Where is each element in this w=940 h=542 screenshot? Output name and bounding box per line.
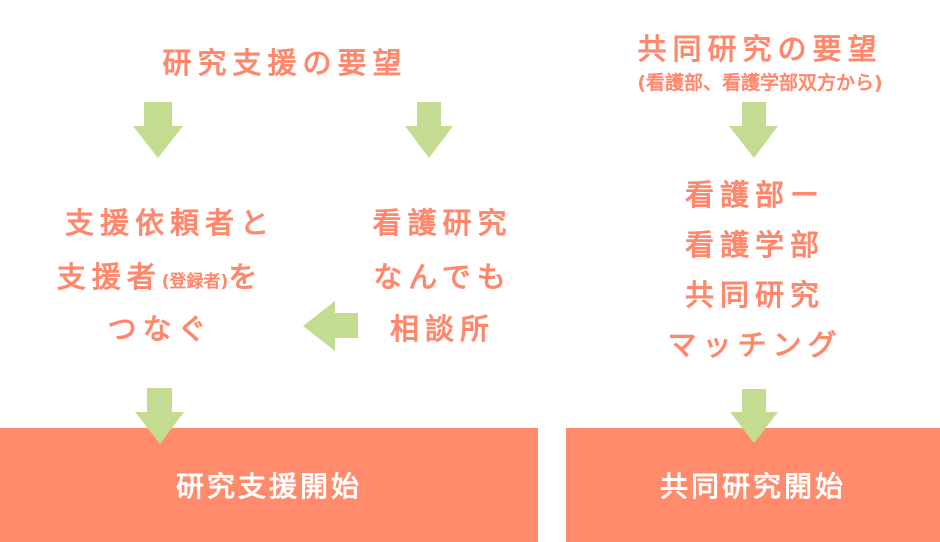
research-support-start-label: 研究支援開始 — [175, 470, 362, 503]
research-support-request-header: 研究支援の要望 — [162, 46, 408, 80]
connect-line-2: 支援者(登録者)を — [10, 250, 310, 309]
connect-line-2c: を — [228, 260, 264, 294]
arrow-down-icon — [133, 102, 183, 158]
connect-line-2a: 支援者 — [56, 260, 162, 294]
connect-line-2b: (登録者) — [161, 272, 229, 292]
arrow-down-icon — [405, 102, 453, 158]
joint-research-start-box: 共同研究開始 — [566, 428, 940, 542]
joint-research-start-label: 共同研究開始 — [659, 470, 846, 503]
arrow-down-icon — [729, 102, 778, 158]
joint-research-request-header: 共同研究の要望 — [637, 32, 883, 66]
arrow-left-icon — [303, 301, 358, 351]
matching-line-2: 看護学部 — [684, 228, 825, 262]
consult-line-1: 看護研究 — [372, 206, 513, 240]
research-support-start-box: 研究支援開始 — [0, 428, 538, 542]
matching-line-3: 共同研究 — [684, 278, 825, 312]
consult-line-3: 相談所 — [389, 312, 495, 346]
connect-line-3: つなぐ — [107, 312, 213, 346]
matching-line-1: 看護部ー — [684, 178, 825, 212]
arrow-down-icon — [730, 389, 778, 443]
matching-line-4: マッチング — [667, 328, 843, 362]
joint-research-request-subheader: (看護部、看護学部双方から) — [637, 72, 883, 94]
arrow-down-icon — [135, 388, 184, 444]
consult-line-2: なんでも — [373, 260, 512, 294]
connect-line-1: 支援依頼者と — [64, 206, 275, 240]
